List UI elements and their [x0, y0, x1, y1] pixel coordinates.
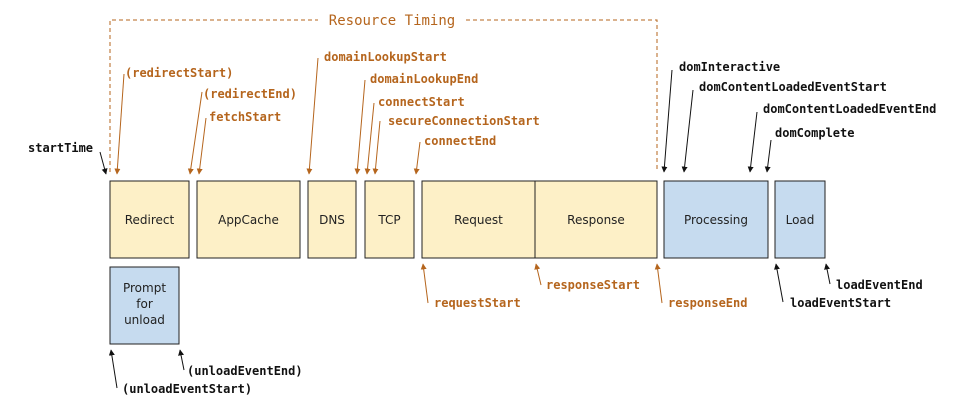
start-time-label: startTime: [28, 141, 93, 155]
dom-content-loaded-event-start-label: domContentLoadedEventStart: [699, 80, 887, 94]
response-box: [534, 180, 658, 259]
dns-box-label: DNS: [319, 213, 345, 227]
tcp-box-label: TCP: [377, 213, 400, 227]
response-box-label: Response: [567, 213, 625, 227]
response-start-label: responseStart: [546, 278, 640, 292]
appcache-box: [196, 180, 301, 259]
black-labels: startTime domInteractive domContentLoade…: [28, 60, 936, 396]
prompt-line-1: Prompt: [123, 281, 166, 295]
prompt-for-unload-box: [109, 266, 180, 345]
unload-event-start-label: (unloadEventStart): [122, 382, 252, 396]
request-box-label: Request: [454, 213, 503, 227]
redirect-start-arrow: [114, 73, 125, 175]
unload-event-end-arrow: [178, 349, 185, 371]
redirect-box: [109, 180, 190, 259]
redirect-end-label: (redirectEnd): [203, 87, 297, 101]
domain-lookup-end-arrow: [354, 79, 366, 175]
dom-complete-label: domComplete: [775, 126, 854, 140]
load-event-end-arrow: [824, 263, 831, 285]
connect-start-arrow: [364, 102, 375, 175]
black-arrows: [99, 69, 831, 389]
load-box-label: Load: [786, 213, 815, 227]
processing-box-label: Processing: [684, 213, 748, 227]
dom-complete-arrow: [764, 139, 772, 173]
resource-timing-bracket: Resource Timing: [109, 13, 658, 172]
load-box: [774, 180, 826, 259]
dom-interactive-label: domInteractive: [679, 60, 780, 74]
dns-box: [307, 180, 357, 259]
secure-connection-start-label: secureConnectionStart: [388, 114, 540, 128]
connect-end-label: connectEnd: [424, 134, 496, 148]
request-start-label: requestStart: [434, 296, 521, 310]
appcache-box-label: AppCache: [218, 213, 279, 227]
secure-connection-start-arrow: [372, 120, 381, 175]
response-start-arrow: [534, 263, 542, 286]
fetch-start-label: fetchStart: [209, 110, 281, 124]
processing-box: [663, 180, 769, 259]
domain-lookup-end-label: domainLookupEnd: [370, 72, 478, 86]
request-start-arrow: [420, 263, 429, 304]
phase-boxes: Redirect AppCache DNS TCP Request Respon…: [109, 180, 826, 345]
redirect-end-arrow: [187, 91, 203, 175]
orange-arrows: [114, 57, 663, 304]
load-event-start-label: loadEventStart: [790, 296, 891, 310]
load-event-start-arrow: [774, 263, 784, 303]
load-event-end-label: loadEventEnd: [836, 278, 923, 292]
unload-event-end-label: (unloadEventEnd): [187, 364, 303, 378]
start-time-arrow: [99, 151, 108, 175]
dom-content-loaded-event-start-arrow: [681, 89, 694, 173]
redirect-start-label: (redirectStart): [125, 66, 233, 80]
connect-end-arrow: [413, 141, 421, 175]
resource-timing-title: Resource Timing: [329, 13, 455, 29]
prompt-line-3: unload: [124, 313, 165, 327]
request-box: [421, 180, 536, 259]
domain-lookup-start-arrow: [306, 57, 319, 175]
dom-content-loaded-event-end-label: domContentLoadedEventEnd: [763, 102, 936, 116]
domain-lookup-start-label: domainLookupStart: [324, 50, 447, 64]
unload-event-start-arrow: [108, 349, 118, 389]
dom-interactive-arrow: [661, 69, 673, 173]
connect-start-label: connectStart: [378, 95, 465, 109]
tcp-box: [364, 180, 415, 259]
dom-content-loaded-event-end-arrow: [747, 111, 758, 173]
prompt-line-2: for: [136, 297, 153, 311]
fetch-start-arrow: [196, 117, 207, 175]
response-end-label: responseEnd: [668, 296, 747, 310]
orange-labels: (redirectStart) (redirectEnd) fetchStart…: [125, 50, 747, 310]
redirect-box-label: Redirect: [125, 213, 175, 227]
response-end-arrow: [654, 263, 663, 304]
